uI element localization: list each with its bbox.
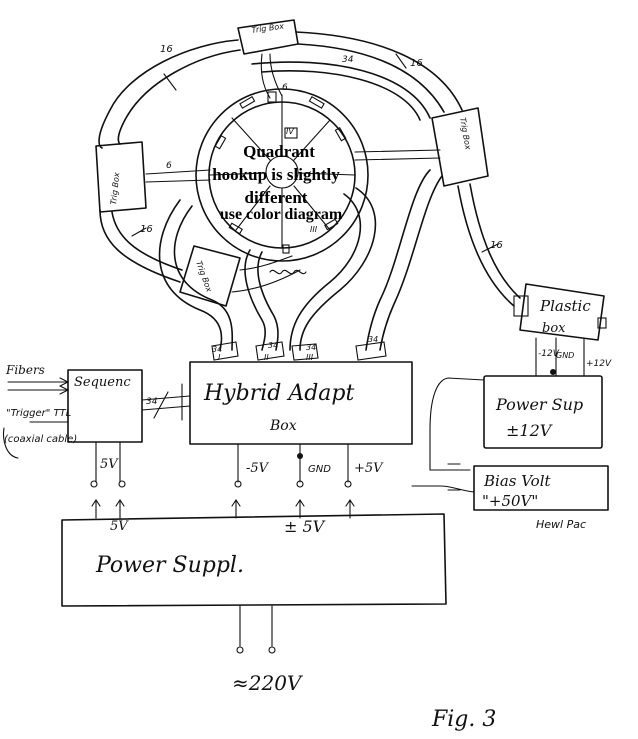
svg-text:"Trigger" TTL: "Trigger" TTL [6, 408, 71, 419]
svg-text:(coaxial cable): (coaxial cable) [4, 434, 77, 445]
svg-text:GND: GND [556, 351, 574, 360]
sequencer-box: Sequenc 34 Fibers "Trigger" TTL (coaxial… [2, 363, 191, 459]
svg-text:16: 16 [140, 224, 153, 235]
svg-text:Hybrid Adapt: Hybrid Adapt [203, 381, 354, 406]
trig-box-left: Trig Box [95, 141, 211, 213]
svg-text:5V: 5V [110, 519, 129, 534]
plastic-box: Plastic box -12V GND +12V [513, 283, 612, 377]
trig-box-right: Trig Box [354, 107, 489, 187]
figure-label: Fig. 3 [431, 707, 496, 732]
svg-text:5V: 5V [100, 457, 119, 472]
svg-text:34: 34 [342, 55, 354, 65]
power-supply-12v: Power Sup ±12V [429, 375, 603, 471]
quadrant-note: Quadrant hookup is slightly different us… [212, 142, 343, 223]
detector-ring [195, 88, 369, 262]
svg-text:6: 6 [282, 83, 288, 93]
svg-text:different: different [245, 188, 308, 207]
svg-text:III: III [310, 225, 318, 234]
svg-text:±12V: ±12V [506, 421, 553, 440]
svg-text:Bias Volt: Bias Volt [483, 472, 552, 490]
ring-to-hybrid-cables [158, 169, 443, 361]
bias-volt-box: Bias Volt "+50V" Hewl Pac [411, 463, 609, 531]
svg-text:+12V: +12V [586, 359, 612, 369]
cables-16 [98, 31, 521, 307]
svg-text:use color diagram: use color diagram [220, 206, 343, 223]
svg-text:16: 16 [490, 240, 503, 251]
svg-text:GND: GND [308, 464, 331, 475]
svg-text:± 5V: ± 5V [284, 517, 326, 536]
trig-box-bottom: Trig Box [179, 245, 307, 307]
svg-text:34: 34 [306, 343, 316, 352]
svg-text:-5V: -5V [246, 461, 270, 476]
svg-text:box: box [542, 321, 566, 336]
svg-text:Hewl Pac: Hewl Pac [536, 518, 586, 531]
svg-text:hookup is slightly: hookup is slightly [212, 165, 340, 184]
supply-leads: 5V -5V GND +5V [90, 441, 384, 519]
main-power-supply: 5V ± 5V Power Suppl. ≈220V [61, 513, 447, 695]
svg-text:≈220V: ≈220V [232, 671, 304, 695]
svg-text:Sequenc: Sequenc [74, 375, 131, 390]
svg-text:34: 34 [146, 397, 158, 407]
svg-text:Power Suppl.: Power Suppl. [95, 553, 244, 578]
hybrid-adapt-box: Hybrid Adapt Box 34 I 34 II 34 III 34 [189, 335, 413, 445]
svg-text:Fibers: Fibers [5, 363, 45, 377]
svg-text:I: I [218, 353, 221, 362]
svg-text:IV: IV [286, 127, 294, 136]
svg-text:"+50V": "+50V" [482, 492, 538, 510]
svg-text:34: 34 [268, 341, 278, 350]
svg-text:16: 16 [410, 58, 423, 69]
svg-text:Plastic: Plastic [539, 297, 591, 315]
svg-text:Trig Box: Trig Box [458, 117, 473, 151]
svg-text:III: III [306, 353, 314, 362]
svg-text:Trig Box: Trig Box [109, 172, 121, 206]
svg-text:II: II [264, 353, 269, 362]
trig-box-top: Trig Box [237, 19, 299, 99]
svg-text:Trig Box: Trig Box [194, 260, 214, 294]
svg-text:Box: Box [269, 418, 297, 434]
svg-text:34: 34 [368, 335, 378, 344]
svg-text:Power Sup: Power Sup [495, 395, 583, 414]
svg-text:16: 16 [160, 44, 173, 55]
svg-text:Trig Box: Trig Box [251, 22, 285, 35]
cable-labels: 16 16 16 16 34 6 6 IV III [140, 44, 503, 251]
svg-text:34: 34 [212, 345, 222, 354]
svg-text:6: 6 [166, 161, 172, 171]
svg-text:+5V: +5V [354, 461, 384, 476]
svg-text:-12V: -12V [538, 349, 560, 359]
svg-text:Quadrant: Quadrant [243, 142, 315, 161]
